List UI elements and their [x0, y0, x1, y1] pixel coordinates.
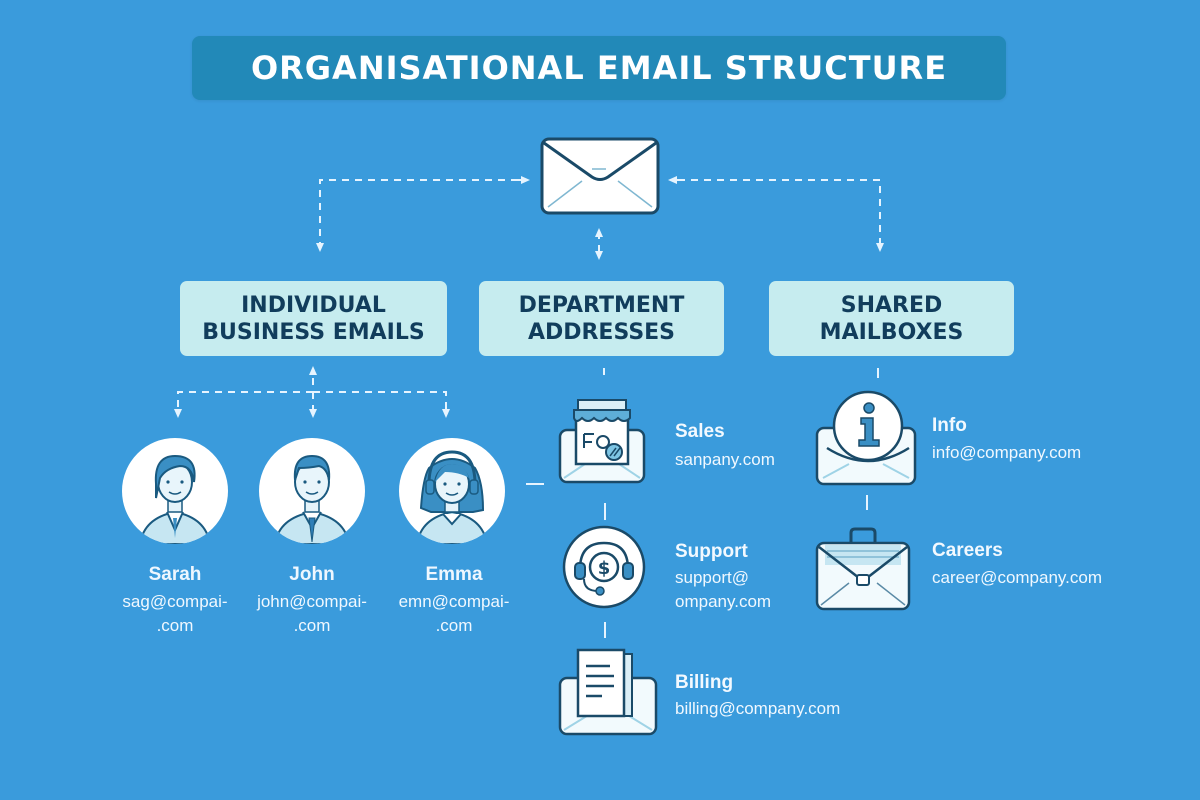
support-icon-container: $: [562, 525, 646, 609]
document-envelope-icon: [558, 648, 658, 736]
envelope-icon: [540, 137, 660, 215]
category-department-addresses: DEPARTMENT ADDRESSES: [479, 281, 724, 356]
category-label-line2: ADDRESSES: [527, 319, 676, 345]
man-avatar-icon: [273, 454, 351, 544]
category-label-line1: INDIVIDUAL: [241, 292, 386, 318]
category-individual-emails: INDIVIDUAL BUSINESS EMAILS: [180, 281, 447, 356]
person-email: john@compai- .com: [257, 592, 367, 635]
department-label: Billing: [675, 672, 734, 693]
careers-icon-container: [815, 525, 911, 613]
category-label-line1: DEPARTMENT: [518, 292, 685, 318]
avatar-emma: [399, 438, 505, 544]
department-email: support@ ompany.com: [675, 568, 772, 611]
department-label: Support: [675, 541, 748, 562]
category-label-line1: SHARED: [840, 292, 943, 318]
storefront-envelope-icon: [558, 399, 646, 484]
category-label-line2: BUSINESS EMAILS: [202, 319, 425, 345]
person-email: sag@compai- .com: [122, 592, 228, 635]
headset-woman-avatar-icon: [415, 450, 489, 544]
shared-label: Info: [932, 415, 967, 436]
shared-email: info@company.com: [932, 443, 1082, 462]
category-shared-mailboxes: SHARED MAILBOXES: [769, 281, 1014, 356]
shared-email: career@company.com: [932, 568, 1102, 587]
person-name: Emma: [425, 564, 483, 585]
department-email: billing@company.com: [675, 699, 841, 718]
department-label: Sales: [675, 421, 725, 442]
headset-dollar-icon: $: [562, 525, 646, 609]
info-icon-container: [815, 388, 921, 488]
page-title: ORGANISATIONAL EMAIL STRUCTURE: [250, 49, 948, 87]
root-envelope: [540, 137, 660, 215]
avatar-sarah: [122, 438, 228, 544]
person-email: emn@compai- .com: [398, 592, 510, 635]
person-name: John: [289, 564, 335, 585]
info-envelope-icon: [815, 390, 917, 486]
woman-avatar-icon: [138, 454, 212, 544]
sales-icon-container: [558, 396, 648, 486]
title-banner: ORGANISATIONAL EMAIL STRUCTURE: [192, 36, 1006, 100]
person-name: Sarah: [148, 564, 202, 585]
billing-icon-container: [558, 648, 658, 738]
avatar-john: [259, 438, 365, 544]
svg-text:$: $: [598, 558, 611, 579]
category-label-line2: MAILBOXES: [819, 319, 964, 345]
department-email: sanpany.com: [675, 450, 775, 469]
shared-label: Careers: [932, 540, 1003, 561]
briefcase-envelope-icon: [815, 527, 911, 611]
